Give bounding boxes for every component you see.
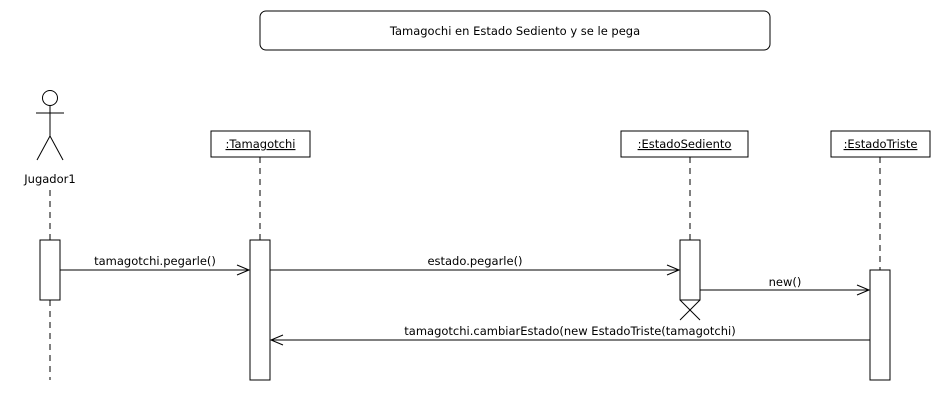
participant-tamagotchi: :Tamagotchi bbox=[210, 130, 311, 158]
stick-figure-icon bbox=[36, 90, 64, 161]
actor-jugador1: Jugador1 bbox=[23, 90, 76, 186]
message-tamagotchi-pegarle: tamagotchi.pegarle() bbox=[60, 254, 249, 270]
message-label: tamagotchi.pegarle() bbox=[94, 254, 216, 268]
message-estado-pegarle: estado.pegarle() bbox=[270, 254, 679, 270]
diagram-title: Tamagochi en Estado Sediento y se le peg… bbox=[389, 24, 640, 38]
activation-bar-tamagotchi bbox=[249, 239, 271, 381]
message-label: tamagotchi.cambiarEstado(new EstadoTrist… bbox=[404, 324, 735, 338]
actor-label: Jugador1 bbox=[23, 172, 75, 186]
participant-estado-sediento: :EstadoSediento bbox=[620, 130, 749, 158]
message-cambiar-estado: tamagotchi.cambiarEstado(new EstadoTrist… bbox=[271, 324, 870, 340]
participant-estado-triste: :EstadoTriste bbox=[830, 130, 931, 158]
message-label: new() bbox=[769, 275, 802, 289]
message-label: estado.pegarle() bbox=[427, 254, 522, 268]
participant-label: :EstadoSediento bbox=[638, 137, 732, 151]
destroy-x-icon bbox=[679, 299, 701, 321]
diagram-title-frame: Tamagochi en Estado Sediento y se le peg… bbox=[259, 10, 771, 51]
activation-bar-estado-triste bbox=[869, 269, 891, 381]
participant-label: :Tamagotchi bbox=[226, 137, 296, 151]
activation-bar-jugador1 bbox=[39, 239, 61, 301]
participant-label: :EstadoTriste bbox=[844, 137, 918, 151]
message-new: new() bbox=[700, 275, 869, 290]
activation-bar-estado-sediento bbox=[679, 239, 701, 301]
